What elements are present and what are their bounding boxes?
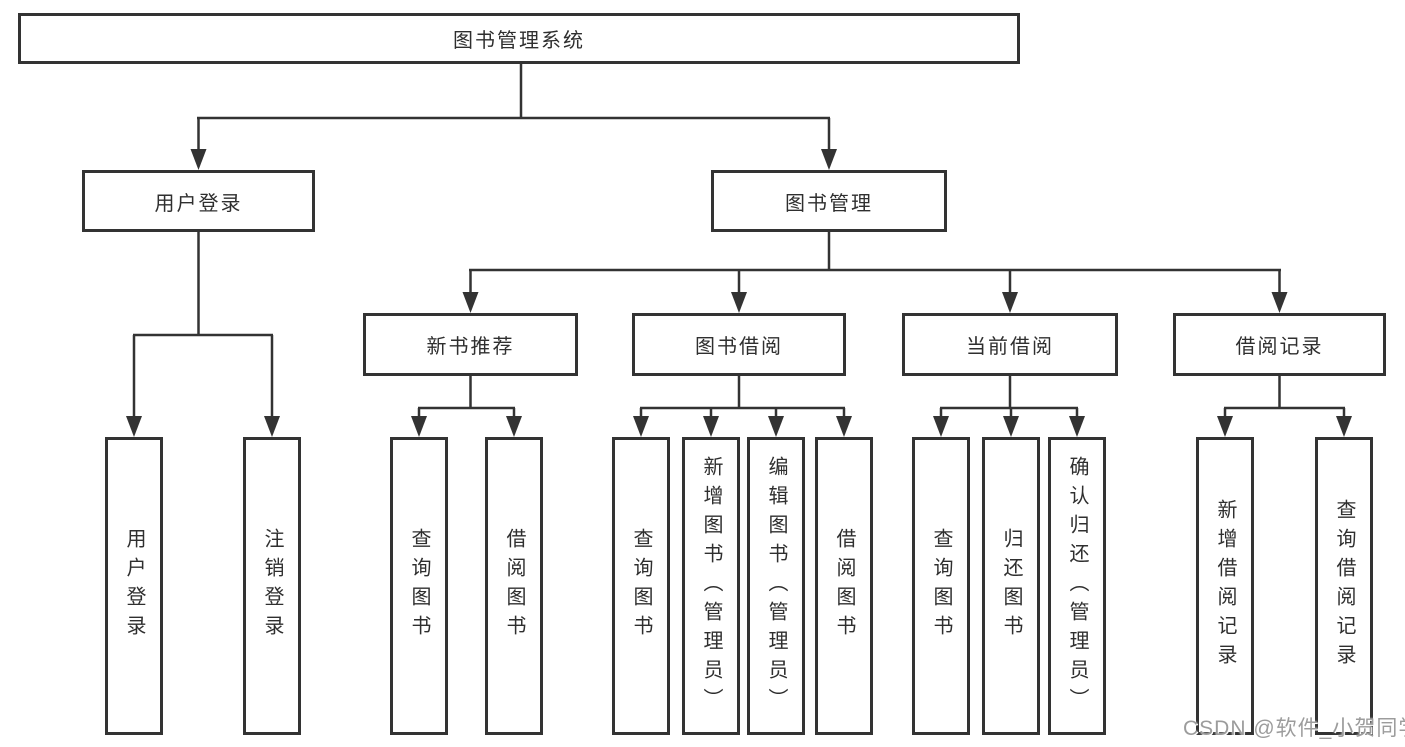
leaf-confirm-return-admin: 确认归还（管理员） bbox=[1048, 437, 1106, 735]
node-label: 查询图书 bbox=[630, 528, 652, 644]
node-label: 确认归还（管理员） bbox=[1066, 455, 1088, 717]
leaf-add-book-admin: 新增图书（管理员） bbox=[682, 437, 740, 735]
node-label: 编辑图书（管理员） bbox=[765, 455, 787, 717]
node-label: 借阅图书 bbox=[503, 528, 525, 644]
node-label: 查询借阅记录 bbox=[1333, 499, 1355, 673]
node-current-borrowing: 当前借阅 bbox=[902, 313, 1118, 376]
node-label: 查询图书 bbox=[930, 528, 952, 644]
node-label: 注销登录 bbox=[261, 528, 283, 644]
leaf-add-borrow-record: 新增借阅记录 bbox=[1196, 437, 1254, 735]
leaf-edit-book-admin: 编辑图书（管理员） bbox=[747, 437, 805, 735]
node-label: 新书推荐 bbox=[426, 336, 515, 358]
node-label: 新增借阅记录 bbox=[1214, 499, 1236, 673]
node-label: 用户登录 bbox=[123, 528, 145, 644]
leaf-query-borrow-record: 查询借阅记录 bbox=[1315, 437, 1373, 735]
leaf-logout: 注销登录 bbox=[243, 437, 301, 735]
node-label: 归还图书 bbox=[1000, 528, 1022, 644]
node-label: 借阅图书 bbox=[833, 528, 855, 644]
leaf-borrow-books-borrowing: 借阅图书 bbox=[815, 437, 873, 735]
csdn-watermark: CSDN @软件_小贺同学 bbox=[1183, 717, 1405, 740]
node-label: 借阅记录 bbox=[1235, 336, 1324, 358]
node-new-book-recommendation: 新书推荐 bbox=[363, 313, 578, 376]
leaf-borrow-books-recommend: 借阅图书 bbox=[485, 437, 543, 735]
node-library-management-system: 图书管理系统 bbox=[18, 13, 1020, 64]
leaf-user-login: 用户登录 bbox=[105, 437, 163, 735]
node-label: 图书管理 bbox=[785, 192, 873, 215]
node-user-login: 用户登录 bbox=[82, 170, 315, 232]
node-label: 当前借阅 bbox=[966, 336, 1054, 358]
leaf-query-books-borrowing: 查询图书 bbox=[612, 437, 670, 735]
node-book-borrowing: 图书借阅 bbox=[632, 313, 846, 376]
leaf-query-books-current: 查询图书 bbox=[912, 437, 970, 735]
node-borrowing-records: 借阅记录 bbox=[1173, 313, 1386, 376]
node-label: 用户登录 bbox=[154, 192, 243, 215]
node-label: 图书借阅 bbox=[695, 336, 783, 358]
node-label: 新增图书（管理员） bbox=[700, 455, 722, 717]
node-label: 图书管理系统 bbox=[453, 30, 585, 52]
node-label: 查询图书 bbox=[408, 528, 430, 644]
node-book-management: 图书管理 bbox=[711, 170, 947, 232]
leaf-query-books-recommend: 查询图书 bbox=[390, 437, 448, 735]
leaf-return-books: 归还图书 bbox=[982, 437, 1040, 735]
